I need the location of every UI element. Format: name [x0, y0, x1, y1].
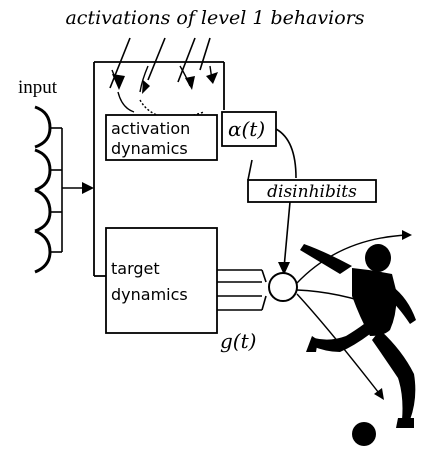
input-label: input: [18, 77, 58, 98]
target-output-lines: [217, 270, 266, 310]
activation-inner-arrowheads: [112, 72, 218, 94]
activation-label-line1: activation: [111, 119, 190, 138]
incoming-activation-lines: [110, 38, 210, 88]
disinhibits-label: disinhibits: [267, 182, 357, 202]
activation-label-line2: dynamics: [111, 139, 188, 158]
activation-inner-arrows: [112, 66, 212, 118]
input-connectors: [50, 128, 82, 252]
ball-icon: [352, 422, 376, 446]
header-title: activations of level 1 behaviors: [65, 7, 364, 29]
g-label: g(t): [220, 329, 256, 353]
target-label-line1: target: [111, 259, 160, 278]
input-arrow-icon: [82, 182, 94, 194]
target-dynamics-box: [106, 228, 217, 333]
switch-circle: [269, 273, 297, 301]
target-label-line2: dynamics: [111, 285, 188, 304]
input-brackets: [35, 107, 50, 272]
kicker-silhouette-icon: [300, 244, 416, 428]
alpha-label: α(t): [228, 117, 265, 141]
